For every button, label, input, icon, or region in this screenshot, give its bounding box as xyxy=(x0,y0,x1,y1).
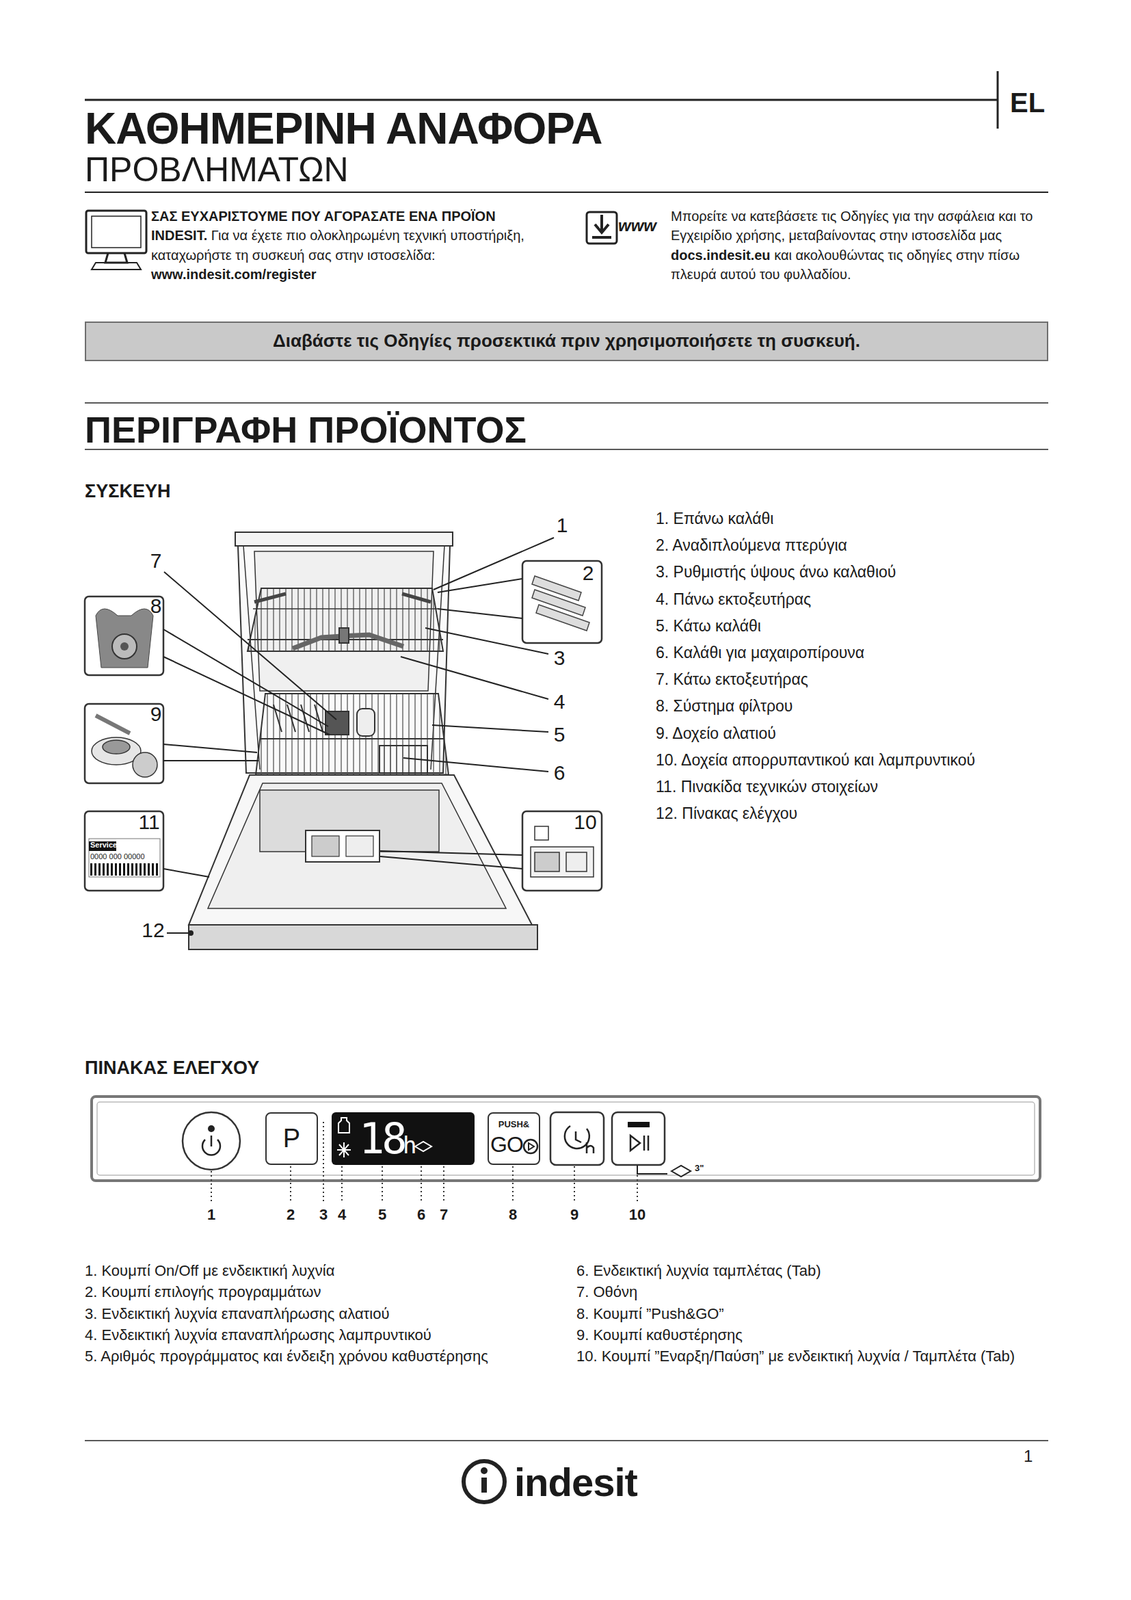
section-heading: ΠΕΡΙΓΡΑΦΗ ΠΡΟΪΟΝΤΟΣ xyxy=(84,407,527,452)
callout-number: 4 xyxy=(337,1205,347,1224)
part-list-item: 10. Δοχεία απορρυπαντικού και λαμπρυντικ… xyxy=(655,750,976,770)
callout-number: 10 xyxy=(629,1205,646,1224)
part-list-item: 7. Κάτω εκτοξευτήρας xyxy=(655,670,809,690)
node-text: GO xyxy=(490,1131,524,1157)
callout-number: 10 xyxy=(573,809,597,835)
callout-number: 4 xyxy=(553,689,566,714)
page-number: 1 xyxy=(1023,1446,1033,1467)
notice-banner: Διαβάστε τις Οδηγίες προσεκτικά πριν χρη… xyxy=(84,321,1049,362)
display-screen: 18h xyxy=(331,1111,475,1165)
program-button: P xyxy=(265,1111,318,1165)
control-list-item: 4. Ενδεικτική λυχνία επαναπλήρωσης λαμπρ… xyxy=(84,1325,432,1344)
callout-number: 12 xyxy=(141,917,165,943)
callout-number: 2 xyxy=(582,560,595,586)
paragraph-text: Μπορείτε να κατεβάσετε τις Οδηγίες για τ… xyxy=(670,208,1033,243)
download-paragraph: Μπορείτε να κατεβάσετε τις Οδηγίες για τ… xyxy=(670,206,1054,285)
callout-number: 6 xyxy=(417,1205,426,1224)
callout-number: 3 xyxy=(319,1205,328,1224)
control-list-item: 10. Κουμπί ”Εναρξη/Παύση” με ενδεικτική … xyxy=(576,1347,1015,1365)
sticker-text: Service xyxy=(90,840,117,850)
subsection-heading: ΣΥΣΚΕΥΗ xyxy=(84,480,171,502)
callout-number: 1 xyxy=(556,512,569,538)
control-list-item: 7. Οθόνη xyxy=(576,1282,638,1301)
page-subtitle: ΠΡΟΒΛΗΜΑΤΩΝ xyxy=(84,149,349,191)
callout-number: 8 xyxy=(150,593,163,619)
intro-paragraph: ΣΑΣ ΕΥΧΑΡΙΣΤΟΥΜΕ ΠΟΥ ΑΓΟΡΑΣΑΤΕ ΕΝΑ ΠΡΟΪΟ… xyxy=(151,206,548,285)
callout-number: 2 xyxy=(286,1205,295,1224)
part-list-item: 5. Κάτω καλάθι xyxy=(655,616,762,636)
part-list-item: 4. Πάνω εκτοξευτήρας xyxy=(655,590,811,610)
callout-number: 7 xyxy=(150,548,163,574)
part-list-item: 1. Επάνω καλάθι xyxy=(655,509,774,529)
control-list-item: 6. Ενδεικτική λυχνία ταμπλέτας (Tab) xyxy=(576,1261,821,1280)
control-list-item: 5. Αριθμός προγράμματος και ένδειξη χρόν… xyxy=(84,1347,489,1365)
web-icon-text: www xyxy=(618,216,657,236)
callout-number: 11 xyxy=(138,809,160,835)
control-list-item: 3. Ενδεικτική λυχνία επαναπλήρωσης αλατι… xyxy=(84,1304,390,1323)
part-list-item: 6. Καλάθι για μαχαιροπίρουνα xyxy=(655,643,865,663)
callout-number: 1 xyxy=(207,1205,216,1224)
page-title: ΚΑΘΗΜΕΡΙΝΗ ΑΝΑΦΟΡΑ xyxy=(84,102,602,156)
part-list-item: 2. Αναδιπλούμενα πτερύγια xyxy=(655,536,848,556)
node-text: PUSH& xyxy=(488,1118,539,1130)
control-list-item: 8. Κουμπί ”Push&GO” xyxy=(576,1304,725,1323)
node-text: h xyxy=(402,1131,417,1160)
sticker-text: 0000 000 00000 xyxy=(90,852,145,861)
control-list-item: 1. Κουμπί On/Off με ενδεικτική λυχνία xyxy=(84,1261,335,1280)
control-list-item: 9. Κουμπί καθυστέρησης xyxy=(576,1325,743,1344)
node-text: P xyxy=(283,1122,301,1155)
control-list-item: 2. Κουμπί επιλογής προγραμμάτων xyxy=(84,1282,322,1301)
part-list-item: 8. Σύστημα φίλτρου xyxy=(655,696,793,716)
brand-logo: indesit xyxy=(514,1457,638,1506)
language-code: EL xyxy=(1009,86,1045,119)
tab-icon-text: 3" xyxy=(694,1162,704,1174)
callout-number: 8 xyxy=(508,1205,517,1224)
callout-number: 9 xyxy=(150,701,163,727)
callout-number: 7 xyxy=(439,1205,448,1224)
callout-number: 6 xyxy=(553,760,566,785)
paragraph-text: docs.indesit.eu xyxy=(670,247,771,263)
paragraph-text: www.indesit.com/register xyxy=(151,266,317,282)
part-list-item: 11. Πινακίδα τεχνικών στοιχείων xyxy=(655,777,878,797)
part-list-item: 9. Δοχείο αλατιού xyxy=(655,724,777,744)
play-icon xyxy=(522,1137,539,1155)
callout-number: 9 xyxy=(570,1205,579,1224)
part-list-item: 3. Ρυθμιστής ύψους άνω καλαθιού xyxy=(655,562,896,582)
push-go-button: PUSH&GO xyxy=(487,1111,541,1165)
node-text: 18 xyxy=(358,1113,405,1164)
subsection-heading: ΠΙΝΑΚΑΣ ΕΛΕΓΧΟΥ xyxy=(84,1056,260,1079)
part-list-item: 12. Πίνακας ελέγχου xyxy=(655,804,798,824)
callout-number: 5 xyxy=(378,1205,387,1224)
callout-number: 5 xyxy=(553,722,566,747)
node-text: Διαβάστε τις Οδηγίες προσεκτικά πριν χρη… xyxy=(272,330,861,352)
callout-number: 3 xyxy=(553,645,566,671)
